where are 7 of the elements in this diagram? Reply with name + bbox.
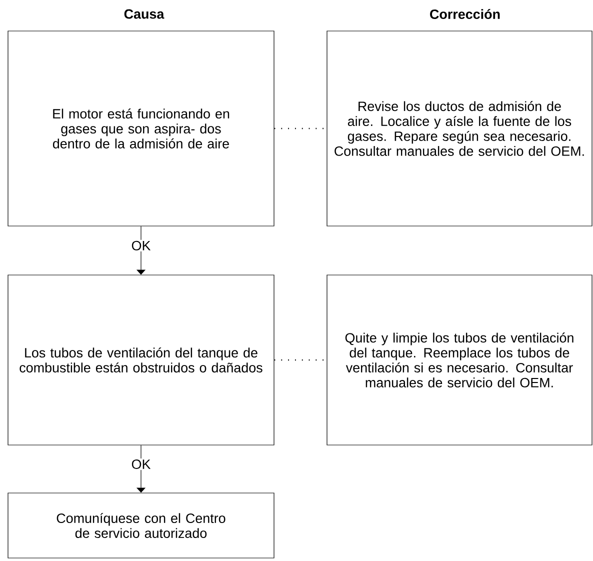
text-box: Los tubos de ventilación del tanque de combustible están obstruidos o dañados <box>8 274 274 446</box>
text-box: Comuníquese con el Centro de servicio autorizado <box>8 492 274 558</box>
text-box: El motor está funcionando en gases que son aspira- dos dentro de la admisión de aire <box>8 30 274 226</box>
edge-label: OK <box>130 240 152 252</box>
text-box: Quite y limpie los tubos de ventilación del tanque. Reemplace los tubos de ventilación si es necesario. Consultar manuales de servicio del OEM. <box>326 274 592 446</box>
text-box: Revise los ductos de admisión de aire. Localice y aísle la fuente de los gases. Repare según sea necesario. Consultar manuales de servicio del OEM. <box>326 30 592 226</box>
edge-label: OK <box>130 458 152 470</box>
